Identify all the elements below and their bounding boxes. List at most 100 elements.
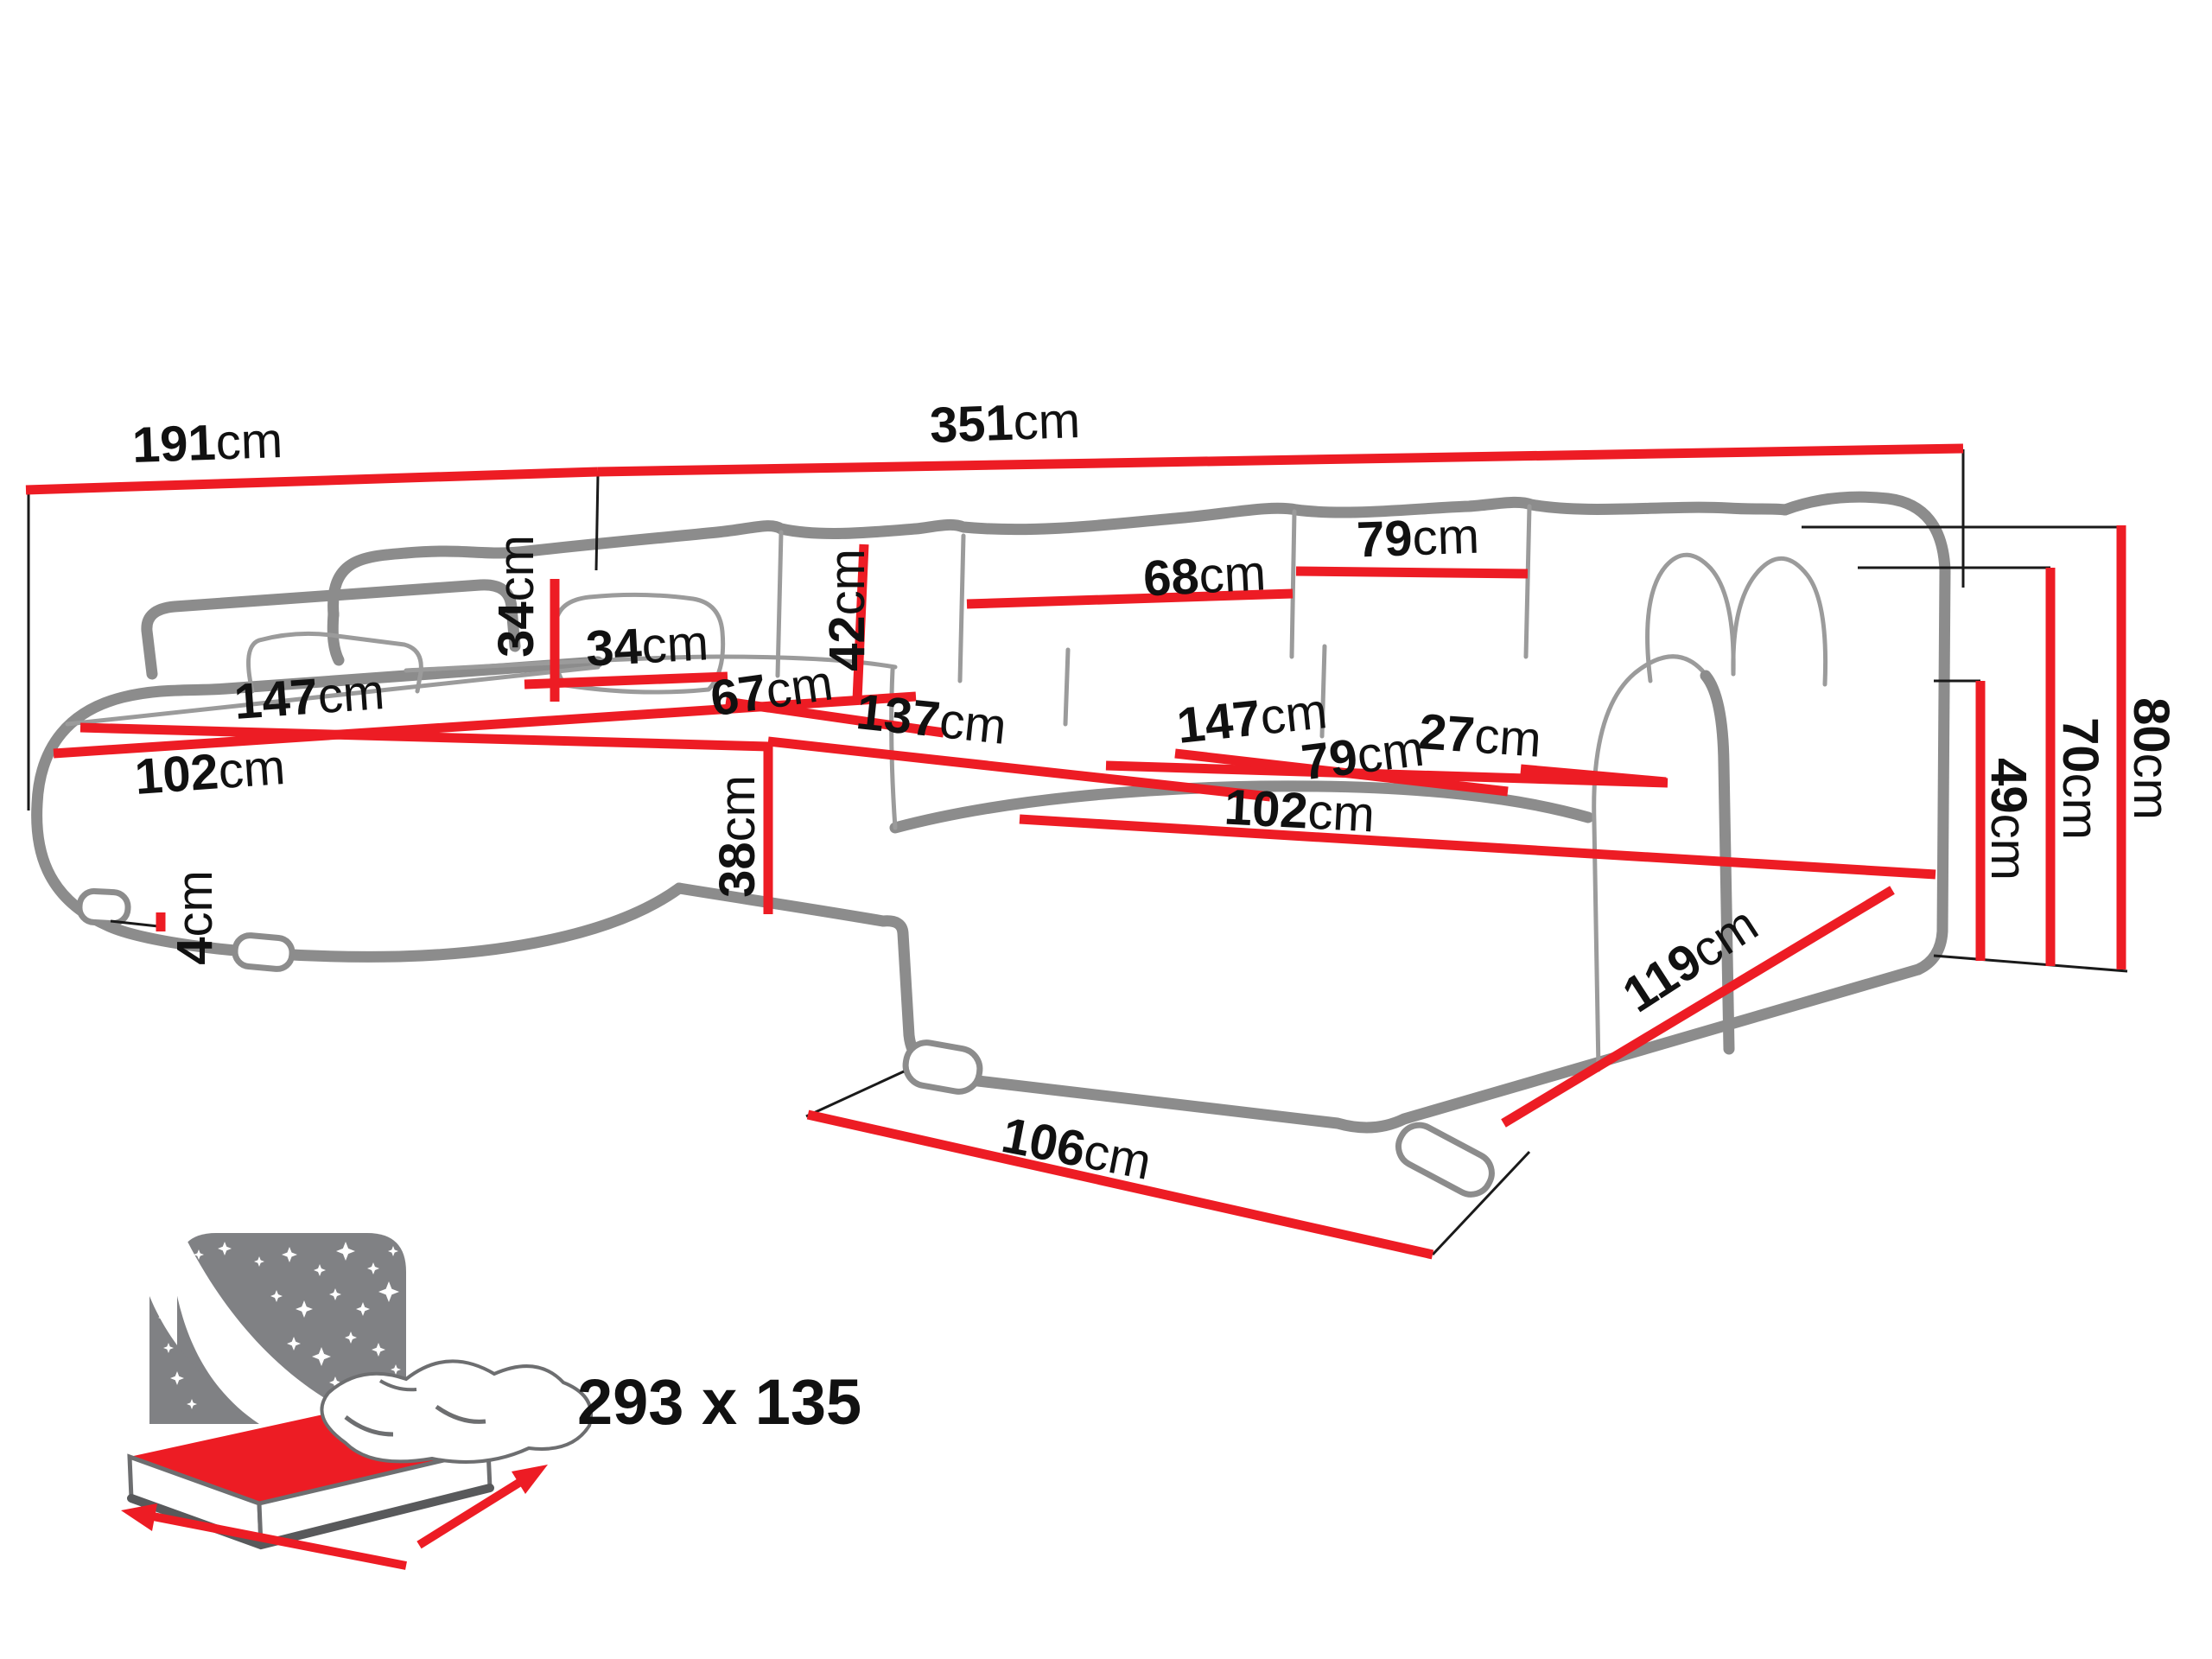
dim-label-34-vertical: 34cm: [488, 535, 544, 658]
dim-label-34-horizontal: 34cm: [585, 614, 710, 677]
star-icon: [372, 1343, 385, 1357]
star-icon: [329, 1288, 341, 1300]
dim-label-119: 119cm: [1613, 896, 1768, 1024]
star-icon: [254, 1256, 264, 1267]
dim-label-102-left: 102cm: [133, 739, 287, 805]
sofa-backrest-left-end: [327, 607, 345, 666]
leader-lines: [27, 449, 2128, 1256]
headboard-moon-sweep: [169, 1233, 376, 1424]
leader-4cm: [110, 919, 159, 928]
dim-line-68: [966, 588, 1294, 609]
duvet: [320, 1359, 593, 1464]
backrest-division-1: [775, 530, 784, 678]
seat-gap-line-1: [1063, 647, 1071, 727]
sleeping-size-label: 293 x 135: [577, 1366, 861, 1438]
dim-line-67: [725, 696, 944, 738]
sofa-backrest-top-edge: [327, 496, 1791, 621]
seat-gap-line-2: [1319, 644, 1327, 739]
dimension-lines: [25, 443, 2126, 1260]
dim-line-137: [767, 736, 1271, 802]
star-icon: [391, 1364, 401, 1375]
star-icon: [388, 1246, 398, 1256]
star-icon: [158, 1313, 167, 1322]
sofa-leg-front-left: [76, 887, 131, 927]
dim-label-27: 27cm: [1417, 703, 1543, 768]
dim-label-191: 191cm: [131, 412, 283, 474]
star-icon: [378, 1281, 399, 1302]
backrest-division-2: [957, 533, 966, 683]
sofa-seat-back-line: [404, 654, 898, 673]
star-icon: [356, 1302, 370, 1316]
bed-arrow-length-head: [121, 1503, 157, 1531]
star-icon: [163, 1343, 174, 1353]
right-armrest-shadow: [1700, 670, 1735, 1055]
star-icon: [287, 1337, 301, 1351]
backrest-division-3: [1289, 509, 1297, 659]
leader-106-right: [1431, 1150, 1531, 1256]
bed-arrow-width-head: [512, 1465, 548, 1494]
backrest-division-4: [1523, 504, 1532, 659]
sofa-chaise-top-line: [65, 664, 601, 727]
leader-kink: [594, 473, 600, 571]
sofa-ottoman-outline: [877, 915, 1924, 1134]
dim-line-42: [852, 543, 869, 701]
pillow-right-1: [1645, 552, 1736, 683]
star-icon: [170, 1371, 184, 1385]
dim-line-106: [806, 1109, 1434, 1260]
star-icon: [282, 1247, 297, 1262]
star-icon: [329, 1376, 341, 1389]
dim-line-102-right: [1019, 814, 1936, 880]
dim-label-38: 38cm: [709, 775, 766, 898]
star-icon: [336, 1242, 355, 1261]
star-icon: [314, 1264, 326, 1276]
star-icon: [194, 1249, 204, 1260]
sofa-ottoman-back-edge: [889, 780, 1594, 834]
sofa-drawing: [31, 491, 1951, 1198]
dim-label-79-right: 79cm: [1299, 721, 1427, 791]
dim-line-34-horizontal: [524, 671, 728, 690]
star-icon: [367, 1262, 379, 1274]
star-field: [158, 1242, 401, 1409]
dim-label-102-right: 102cm: [1223, 779, 1376, 842]
sofa-left-armrest: [141, 579, 521, 680]
dim-label-147-left: 147cm: [232, 664, 386, 730]
dim-label-351: 351cm: [929, 392, 1081, 454]
sofa-right-armrest-outer: [1779, 491, 1951, 976]
dim-label-79-top: 79cm: [1356, 508, 1480, 569]
dim-line-191: [25, 467, 599, 495]
dim-label-70: 70cm: [2052, 717, 2108, 840]
pillow-right-2: [1731, 556, 1828, 687]
mattress-base-edge: [127, 1484, 494, 1550]
dim-line-79-top: [1295, 566, 1529, 579]
bed-arrow-width: [416, 1468, 538, 1549]
dim-line-102-left: [79, 722, 770, 752]
dim-label-68: 68cm: [1142, 544, 1268, 607]
sofa-leg-center: [902, 1039, 983, 1095]
dim-label-80: 80cm: [2123, 697, 2179, 820]
dim-line-79-right: [1174, 748, 1509, 797]
duvet-crease-2: [435, 1404, 486, 1424]
pillow-left-small: [246, 631, 423, 694]
duvet-crease-1: [344, 1415, 394, 1437]
dim-label-137: 137cm: [854, 683, 1009, 755]
star-icon: [218, 1242, 232, 1255]
star-icon: [312, 1347, 331, 1366]
sofa-leg-right: [1395, 1122, 1495, 1198]
dim-line-119: [1501, 886, 1895, 1128]
leader-baseline-right: [1933, 954, 2128, 973]
star-icon: [296, 1300, 313, 1318]
star-icon: [187, 1399, 197, 1409]
dim-label-4: 4cm: [167, 870, 223, 965]
dim-label-67: 67cm: [707, 654, 836, 727]
dim-line-351: [597, 443, 1964, 477]
bed-arrow-length: [148, 1511, 407, 1570]
dim-line-27: [1520, 764, 1667, 787]
headboard-tongue: [149, 1296, 268, 1424]
sofa-leg-left-mid: [232, 932, 296, 972]
leader-106-left: [805, 1070, 905, 1118]
sofa-seat-front-edge: [673, 882, 889, 927]
star-icon: [270, 1290, 283, 1302]
dim-label-49: 49cm: [1980, 758, 2037, 880]
